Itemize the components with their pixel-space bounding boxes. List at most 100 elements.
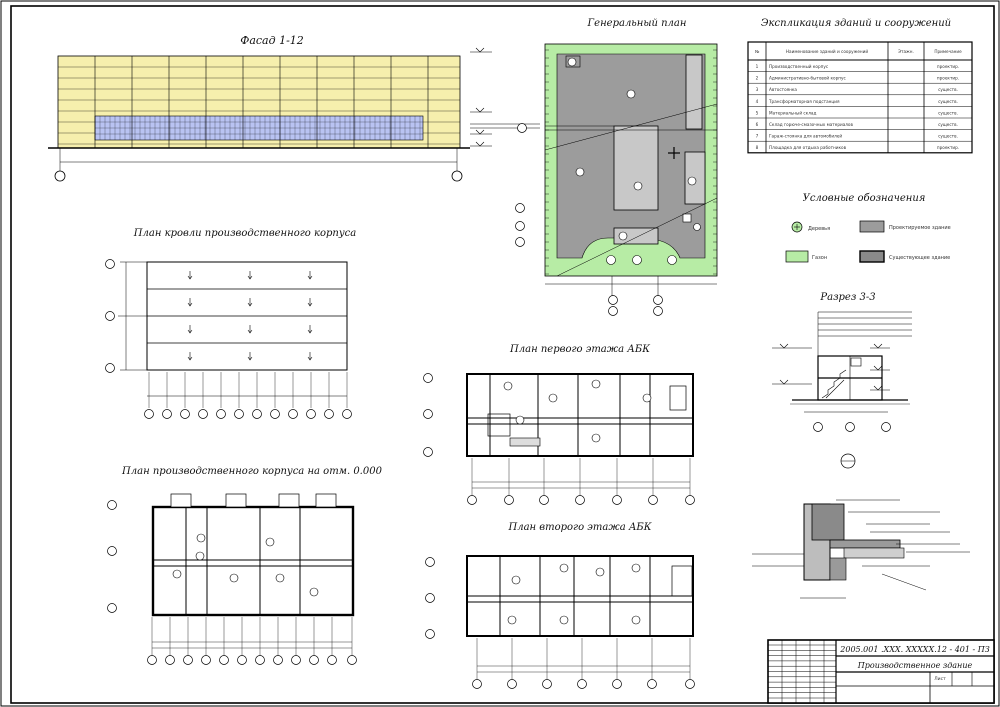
- building-swatch: [859, 220, 885, 233]
- section-axis-markers: [813, 422, 891, 432]
- table-cell: Склад горюче-смазочных материалов: [769, 122, 853, 127]
- production-plan: План производственного корпуса на отм. 0…: [107, 466, 383, 665]
- facade-panels: [57, 55, 461, 149]
- title-block-code: 2005.001 .ХХХ. ХХХХХ.12 - 401 - ПЗ: [839, 645, 989, 654]
- table-cell: 4: [756, 99, 759, 104]
- legend-label: Существующее здание: [889, 255, 950, 261]
- legend-tree: Деревья: [791, 221, 830, 233]
- table-cell: существ.: [938, 87, 958, 92]
- detail-node: [752, 499, 970, 599]
- table-cell: проектир.: [937, 76, 959, 81]
- table-cell: проектир.: [937, 145, 959, 150]
- prod-axis-bottom: [147, 617, 357, 665]
- abk2-axis-bottom: [472, 638, 695, 689]
- site-border-ticks: [545, 49, 717, 275]
- abk-first-floor: План первого этажа АБК: [423, 344, 695, 505]
- legend-title: Условные обозначения: [803, 193, 926, 204]
- prod-walls: [151, 505, 355, 617]
- abk2-axis-left: [425, 557, 435, 639]
- table-cell: Гараж-стоянка для автомобилей: [769, 134, 842, 139]
- prod-title: План производственного корпуса на отм. 0…: [121, 466, 383, 477]
- table-cell: Производственный корпус: [769, 64, 829, 69]
- section-level-marks: [772, 343, 890, 391]
- legend-label: Газон: [812, 255, 827, 261]
- table-cell: 6: [756, 122, 759, 127]
- table-cell: Автостоянка: [769, 87, 797, 92]
- legend-building: Проектируемое здание: [859, 220, 951, 233]
- table-cell: 2: [756, 76, 759, 81]
- prod-partitions: [153, 507, 353, 615]
- section-leaders: [817, 311, 912, 356]
- legend-block: Условные обозначения Деревья Проектируем…: [785, 193, 951, 263]
- legend-label: Деревья: [808, 226, 830, 232]
- section-stair: [821, 369, 847, 399]
- legend-lawn: Газон: [785, 250, 827, 263]
- prod-axis-left: [107, 500, 117, 613]
- table-header: Этажн.: [898, 49, 914, 54]
- section-title: Разрез 3-3: [819, 292, 875, 303]
- title-block-grid: [768, 640, 836, 703]
- detail-slab: [829, 539, 901, 549]
- abk2-partitions: [467, 556, 693, 636]
- table-cell: 3: [756, 87, 759, 92]
- title-block: 2005.001 .ХХХ. ХХХХХ.12 - 401 - ПЗ Произ…: [767, 639, 995, 704]
- roof-axis-bottom: [144, 372, 352, 419]
- facade-level-marks: [470, 47, 492, 147]
- facade-title: Фасад 1-12: [240, 34, 304, 47]
- roof-drain-arrows: [187, 271, 313, 361]
- explication-title: Экспликация зданий и сооружений: [761, 18, 951, 29]
- building-production: [613, 125, 659, 211]
- site-trees: [567, 57, 701, 265]
- explication-block: Экспликация зданий и сооружений № Наимено…: [747, 18, 973, 154]
- facade-drawing: Фасад 1-12: [48, 34, 540, 182]
- table-cell: существ.: [938, 110, 958, 115]
- abk1-walls: [466, 373, 694, 457]
- table-header: Примечание: [934, 49, 962, 54]
- table-cell: Трансформаторная подстанция: [768, 99, 840, 104]
- axis-marker: [54, 170, 66, 182]
- table-header: №: [755, 49, 760, 54]
- abk-first-title: План первого этажа АБК: [509, 344, 650, 355]
- table-cell: 1: [756, 64, 759, 69]
- legend-existing: Существующее здание: [859, 250, 950, 263]
- drawing-frame: [10, 5, 995, 704]
- table-cell: существ.: [938, 122, 958, 127]
- detail-leaders: [752, 499, 970, 591]
- genplan-title: Генеральный план: [587, 18, 687, 29]
- table-cell: 7: [756, 134, 759, 139]
- title-block-name: Производственное здание: [857, 661, 973, 670]
- table-cell: существ.: [938, 134, 958, 139]
- abk1-stair: [669, 385, 687, 411]
- abk1-axis-bottom: [467, 458, 695, 505]
- general-plan: Генеральный план: [515, 18, 718, 316]
- section-3-3: Разрез 3-3: [772, 292, 912, 469]
- existing-swatch: [859, 250, 885, 263]
- roof-plan: План кровли производственного корпуса: [105, 228, 356, 419]
- table-cell: Материальный склад: [769, 110, 816, 115]
- table-cell: проектир.: [937, 64, 959, 69]
- roof-title: План кровли производственного корпуса: [133, 228, 356, 239]
- abk-second-title: План второго этажа АБК: [507, 522, 651, 533]
- abk-second-floor: План второго этажа АБК: [425, 522, 695, 689]
- lawn-swatch: [785, 250, 809, 263]
- genplan-axis-markers: [515, 123, 663, 316]
- site-lines: [544, 103, 718, 277]
- table-header: Наименование зданий и сооружений: [786, 49, 868, 54]
- title-block-sheet-label: Лист: [934, 676, 946, 682]
- axis-marker: [451, 170, 463, 182]
- explication-table: № Наименование зданий и сооружений Этажн. П…: [747, 41, 973, 154]
- abk2-stair: [671, 565, 693, 597]
- building-existing: [685, 54, 703, 130]
- table-cell: 5: [756, 110, 759, 115]
- table-cell: Площадка для отдыха работников: [769, 145, 847, 150]
- roof-axis-left: [105, 259, 115, 373]
- prod-entrances: [170, 493, 337, 508]
- table-cell: 8: [756, 145, 759, 150]
- table-cell: существ.: [938, 99, 958, 104]
- site-crosshair-icon: [668, 147, 680, 159]
- abk1-axis-left: [423, 373, 433, 457]
- table-cell: Административно-бытовой корпус: [769, 76, 846, 81]
- legend-label: Проектируемое здание: [889, 225, 951, 231]
